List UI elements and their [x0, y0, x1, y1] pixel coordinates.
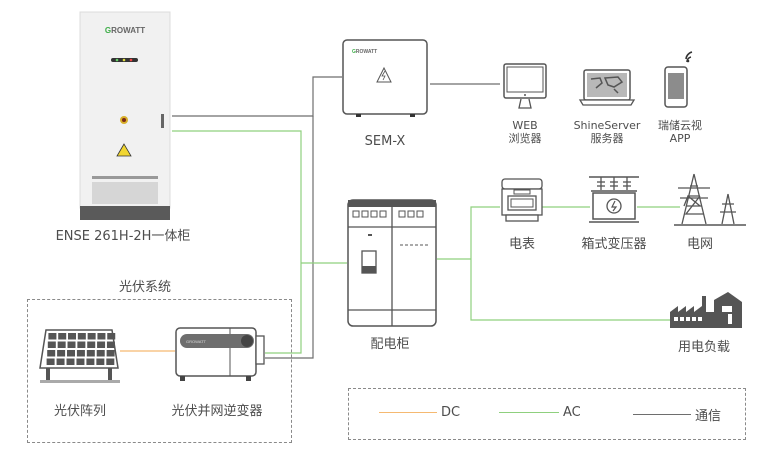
- solar-cell: [47, 341, 56, 348]
- transformer-icon: [589, 176, 639, 223]
- solar-cell: [86, 350, 95, 357]
- shineserver-label-line1: ShineServer: [573, 119, 641, 132]
- semx-icon: GROWATT: [342, 39, 428, 117]
- inverter-label: 光伏并网逆变器: [171, 404, 263, 419]
- svg-text:GROWATT: GROWATT: [105, 26, 145, 35]
- web-label-line2: 浏览器: [508, 132, 542, 145]
- solar-cell: [77, 341, 86, 348]
- shineserver-label: ShineServer 服务器: [572, 119, 642, 145]
- power-tower-icon: [674, 173, 746, 226]
- app-label-line1: 瑞储云视: [658, 119, 702, 132]
- solar-cell: [106, 341, 115, 348]
- ac-wire-bus-vertical: [470, 206, 670, 321]
- solar-cell: [107, 333, 116, 340]
- solar-cell: [58, 333, 67, 340]
- pv-system-group: [27, 299, 292, 443]
- legend-item-ac: AC: [499, 405, 581, 420]
- pv-system-title: 光伏系统: [118, 280, 171, 295]
- comm-wire-inverter-semx: [265, 116, 314, 359]
- legend-swatch-dc: [379, 412, 437, 413]
- solar-panel-icon: [39, 329, 120, 383]
- legend-label-dc: DC: [441, 405, 461, 420]
- solar-cell: [106, 350, 115, 357]
- solar-cell: [97, 341, 106, 348]
- solar-cell: [96, 358, 105, 365]
- meter-icon: [501, 178, 543, 222]
- comm-wire-ense-semx: [172, 76, 342, 117]
- web-label-line1: WEB: [512, 119, 538, 132]
- switchgear-icon: [347, 199, 437, 327]
- semx-label: SEM-X: [364, 134, 406, 149]
- grid-label: 电网: [686, 237, 713, 252]
- laptop-icon: [578, 69, 636, 106]
- ense-label: ENSE 261H-2H一体柜: [55, 229, 191, 244]
- solar-cell: [56, 358, 65, 365]
- svg-text:GROWATT: GROWATT: [352, 49, 377, 55]
- legend-label-ac: AC: [563, 405, 581, 420]
- solar-cell: [57, 341, 66, 348]
- meter-label: 电表: [508, 237, 535, 252]
- solar-cell: [76, 350, 85, 357]
- solar-cell: [76, 358, 85, 365]
- solar-cell: [97, 333, 106, 340]
- solar-cell: [68, 333, 77, 340]
- svg-text:GROWATT: GROWATT: [186, 339, 207, 344]
- inverter-icon: GROWATT: [175, 327, 265, 381]
- load-label: 用电负载: [677, 340, 730, 355]
- solar-cell: [67, 341, 76, 348]
- solar-cell: [48, 333, 57, 340]
- solar-cell: [46, 358, 55, 365]
- solar-cell: [87, 341, 96, 348]
- switchgear-label: 配电柜: [370, 337, 410, 352]
- legend-item-dc: DC: [379, 405, 460, 420]
- solar-cell: [87, 333, 96, 340]
- solar-cell: [66, 358, 75, 365]
- monitor-icon: [503, 63, 547, 109]
- legend-label-comm: 通信: [695, 409, 722, 424]
- web-label: WEB 浏览器: [495, 119, 555, 145]
- solar-cell: [47, 350, 56, 357]
- solar-cell: [106, 358, 115, 365]
- phone-icon: [664, 51, 693, 108]
- solar-cell: [86, 358, 95, 365]
- legend-swatch-ac: [499, 412, 559, 413]
- shineserver-label-line2: 服务器: [590, 132, 624, 145]
- factory-icon: [670, 292, 742, 328]
- solar-cell: [57, 350, 66, 357]
- solar-cell: [67, 350, 76, 357]
- app-label-line2: APP: [669, 132, 691, 145]
- legend-swatch-comm: [633, 414, 691, 415]
- app-label: 瑞储云视 APP: [650, 119, 710, 145]
- legend-item-comm: 通信: [633, 405, 721, 424]
- transformer-label: 箱式变压器: [581, 237, 647, 252]
- pv-array-label: 光伏阵列: [53, 404, 106, 419]
- solar-cell: [96, 350, 105, 357]
- ac-wire-ense: [172, 130, 302, 354]
- ense-cabinet-icon: GROWATT: [79, 11, 171, 220]
- legend: DC AC 通信: [348, 388, 746, 440]
- solar-cell: [77, 333, 86, 340]
